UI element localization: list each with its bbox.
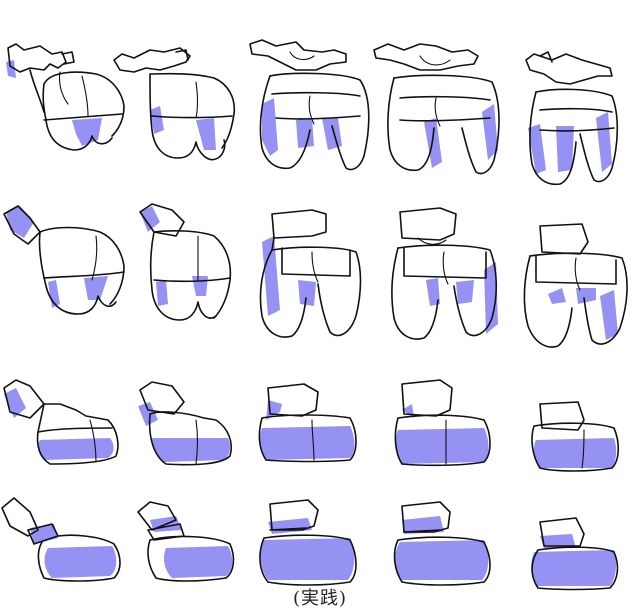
torso-r4-c1 bbox=[1, 497, 121, 582]
torso-r2-c4 bbox=[391, 207, 498, 340]
torso-r1-c3 bbox=[249, 39, 370, 171]
torso-r1-c1 bbox=[6, 43, 125, 151]
torso-r4-c5 bbox=[531, 517, 619, 591]
torso-r3-c1 bbox=[3, 379, 119, 465]
torso-r3-c4 bbox=[394, 379, 491, 467]
row-4-simple-boxes bbox=[1, 497, 619, 591]
torso-r4-c3 bbox=[259, 499, 357, 586]
row-1-detailed-torsos bbox=[6, 39, 619, 186]
caption-practice: (実践) bbox=[292, 588, 348, 609]
torso-r2-c3 bbox=[259, 209, 362, 338]
torso-r1-c5 bbox=[525, 51, 619, 186]
torso-r4-c2 bbox=[137, 501, 235, 582]
torso-r2-c2 bbox=[139, 203, 232, 321]
torso-r2-c5 bbox=[523, 223, 628, 348]
row-2-block-forms bbox=[3, 203, 628, 348]
row-3-box-forms bbox=[3, 379, 620, 472]
torso-r1-c2 bbox=[113, 47, 236, 161]
torso-r2-c1 bbox=[3, 205, 125, 315]
torso-r4-c4 bbox=[393, 501, 491, 586]
torso-r3-c3 bbox=[258, 383, 357, 463]
torso-r1-c4 bbox=[373, 43, 500, 175]
torso-r3-c2 bbox=[138, 381, 232, 466]
torso-r3-c5 bbox=[531, 401, 620, 472]
